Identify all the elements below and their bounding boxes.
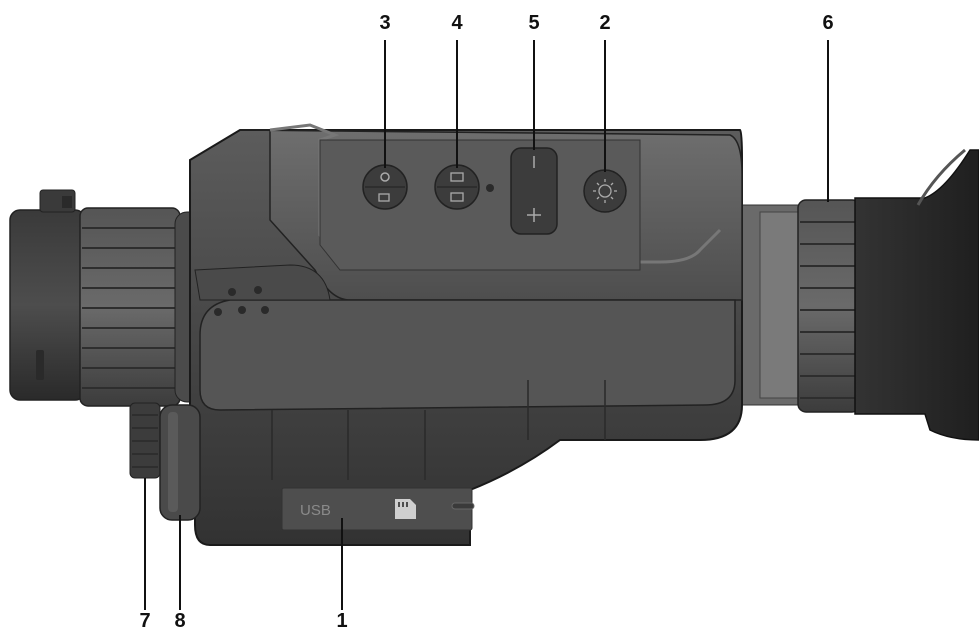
mode-button[interactable] xyxy=(362,164,408,210)
usb-port-label: USB xyxy=(300,502,331,519)
ir-brightness-icon xyxy=(593,179,617,203)
camera-video-icon xyxy=(378,172,390,202)
reset-slot-icon xyxy=(451,502,475,510)
callout-2: 2 xyxy=(599,12,611,34)
callout-8: 8 xyxy=(174,610,186,632)
eyepiece-tube xyxy=(734,204,806,406)
callout-5: 5 xyxy=(528,12,540,34)
ir-button[interactable] xyxy=(583,169,627,213)
callout-1: 1 xyxy=(336,610,348,632)
zoom-rocker[interactable] xyxy=(510,147,558,235)
objective-lens xyxy=(9,189,86,401)
callout-7: 7 xyxy=(139,610,151,632)
plus-icon xyxy=(527,208,541,222)
diopter-ring xyxy=(797,199,861,413)
adjustment-knob xyxy=(129,402,161,479)
battery-cap xyxy=(159,404,201,521)
callout-6: 6 xyxy=(822,12,834,34)
focus-ring xyxy=(79,207,206,407)
port-panel: USB xyxy=(281,487,475,531)
leader-lines xyxy=(144,40,829,610)
eyecup xyxy=(854,148,979,441)
image-gallery-icon xyxy=(450,172,464,202)
callout-3: 3 xyxy=(379,12,391,34)
sd-card-icon xyxy=(395,499,416,519)
callout-4: 4 xyxy=(451,12,463,34)
